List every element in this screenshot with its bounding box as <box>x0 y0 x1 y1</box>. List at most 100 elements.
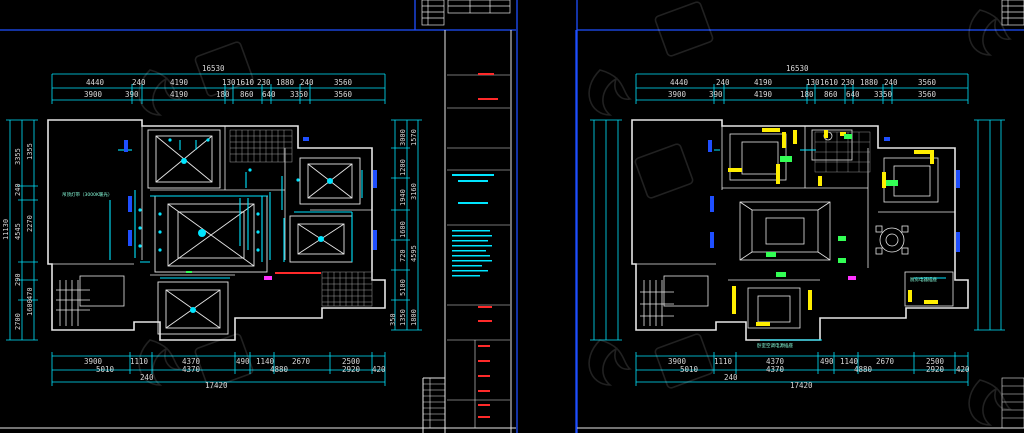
svg-text:4370: 4370 <box>182 357 201 366</box>
svg-text:4370: 4370 <box>182 365 201 374</box>
svg-text:11130: 11130 <box>2 219 10 240</box>
ceiling-plan-left: 吊顶灯带（3000K暖光） <box>47 119 386 341</box>
legend-table-left <box>423 378 445 428</box>
svg-text:420: 420 <box>956 365 970 374</box>
svg-text:2920: 2920 <box>342 365 361 374</box>
svg-text:240: 240 <box>724 373 738 382</box>
svg-text:470: 470 <box>26 287 34 300</box>
svg-text:5010: 5010 <box>96 365 115 374</box>
svg-text:240: 240 <box>14 183 22 196</box>
top-title-block-left <box>421 0 511 26</box>
svg-text:860: 860 <box>824 90 838 99</box>
svg-text:1600: 1600 <box>26 299 34 316</box>
svg-text:4370: 4370 <box>766 357 785 366</box>
svg-text:3560: 3560 <box>334 90 353 99</box>
svg-text:290: 290 <box>14 273 22 286</box>
svg-text:3560: 3560 <box>918 90 937 99</box>
svg-text:吊顶灯带（3000K暖光）: 吊顶灯带（3000K暖光） <box>62 191 112 198</box>
svg-text:2500: 2500 <box>342 357 361 366</box>
dim-text-right: 16530 4440 240 4190 130 1610 230 1880 24… <box>668 64 970 390</box>
svg-text:240: 240 <box>140 373 154 382</box>
svg-text:420: 420 <box>372 365 386 374</box>
svg-text:1350: 1350 <box>399 309 407 326</box>
svg-text:180: 180 <box>800 90 814 99</box>
svg-text:17420: 17420 <box>790 381 813 390</box>
svg-text:3000: 3000 <box>399 129 407 146</box>
svg-text:490: 490 <box>820 357 834 366</box>
dimension-lines-right <box>590 73 1005 386</box>
svg-text:1110: 1110 <box>714 357 733 366</box>
legend-table-right <box>1001 377 1024 429</box>
svg-text:180: 180 <box>216 90 230 99</box>
svg-text:4545: 4545 <box>14 223 22 240</box>
svg-text:860: 860 <box>240 90 254 99</box>
svg-text:240: 240 <box>132 78 146 87</box>
svg-text:4190: 4190 <box>170 90 189 99</box>
title-strip <box>447 73 510 428</box>
svg-text:4370: 4370 <box>766 365 785 374</box>
top-title-block-right <box>1001 0 1024 26</box>
svg-text:1800: 1800 <box>410 309 418 326</box>
svg-text:4440: 4440 <box>670 78 689 87</box>
svg-text:1610: 1610 <box>820 78 839 87</box>
dim-text-left: 16530 4440 240 4190 130 1610 230 1880 24… <box>2 64 418 390</box>
svg-text:4880: 4880 <box>270 365 289 374</box>
svg-text:4190: 4190 <box>754 90 773 99</box>
svg-text:3560: 3560 <box>334 78 353 87</box>
svg-text:230: 230 <box>841 78 855 87</box>
furniture-plan-right: 厨房电器插座 卧室空调电源插座 <box>631 119 969 349</box>
svg-text:350: 350 <box>389 313 397 326</box>
svg-text:1880: 1880 <box>860 78 879 87</box>
svg-text:3560: 3560 <box>918 78 937 87</box>
svg-text:240: 240 <box>716 78 730 87</box>
svg-text:1110: 1110 <box>130 357 149 366</box>
svg-text:1570: 1570 <box>410 129 418 146</box>
svg-text:3355: 3355 <box>14 148 22 165</box>
svg-text:640: 640 <box>262 90 276 99</box>
svg-text:4190: 4190 <box>754 78 773 87</box>
svg-text:1940: 1940 <box>399 189 407 206</box>
svg-text:1610: 1610 <box>236 78 255 87</box>
svg-text:4880: 4880 <box>854 365 873 374</box>
svg-text:3160: 3160 <box>410 183 418 200</box>
svg-text:2270: 2270 <box>26 215 34 232</box>
svg-text:130: 130 <box>222 78 236 87</box>
svg-text:3900: 3900 <box>668 357 687 366</box>
svg-text:1600: 1600 <box>399 221 407 238</box>
svg-text:130: 130 <box>806 78 820 87</box>
svg-text:390: 390 <box>709 90 723 99</box>
svg-text:2920: 2920 <box>926 365 945 374</box>
svg-text:4595: 4595 <box>410 245 418 262</box>
svg-text:1880: 1880 <box>276 78 295 87</box>
svg-text:240: 240 <box>884 78 898 87</box>
svg-text:240: 240 <box>300 78 314 87</box>
svg-text:3350: 3350 <box>874 90 893 99</box>
svg-text:640: 640 <box>846 90 860 99</box>
bottom-total-dim: 17420 <box>205 381 228 390</box>
svg-text:2500: 2500 <box>926 357 945 366</box>
svg-text:3900: 3900 <box>84 90 103 99</box>
svg-text:1200: 1200 <box>399 159 407 176</box>
svg-text:720: 720 <box>399 249 407 262</box>
svg-text:2670: 2670 <box>876 357 895 366</box>
svg-text:4190: 4190 <box>170 78 189 87</box>
svg-text:1140: 1140 <box>840 357 859 366</box>
svg-text:4440: 4440 <box>86 78 105 87</box>
svg-text:390: 390 <box>125 90 139 99</box>
svg-text:3900: 3900 <box>84 357 103 366</box>
svg-text:2670: 2670 <box>292 357 311 366</box>
top-total-dim: 16530 <box>202 64 225 73</box>
svg-text:230: 230 <box>257 78 271 87</box>
svg-text:5100: 5100 <box>399 279 407 296</box>
svg-text:1355: 1355 <box>26 143 34 160</box>
svg-text:3350: 3350 <box>290 90 309 99</box>
dimension-lines-left <box>6 73 422 386</box>
flame-logo-icon <box>138 1 1012 426</box>
svg-text:16530: 16530 <box>786 64 809 73</box>
svg-text:490: 490 <box>236 357 250 366</box>
svg-text:5010: 5010 <box>680 365 699 374</box>
svg-text:3900: 3900 <box>668 90 687 99</box>
